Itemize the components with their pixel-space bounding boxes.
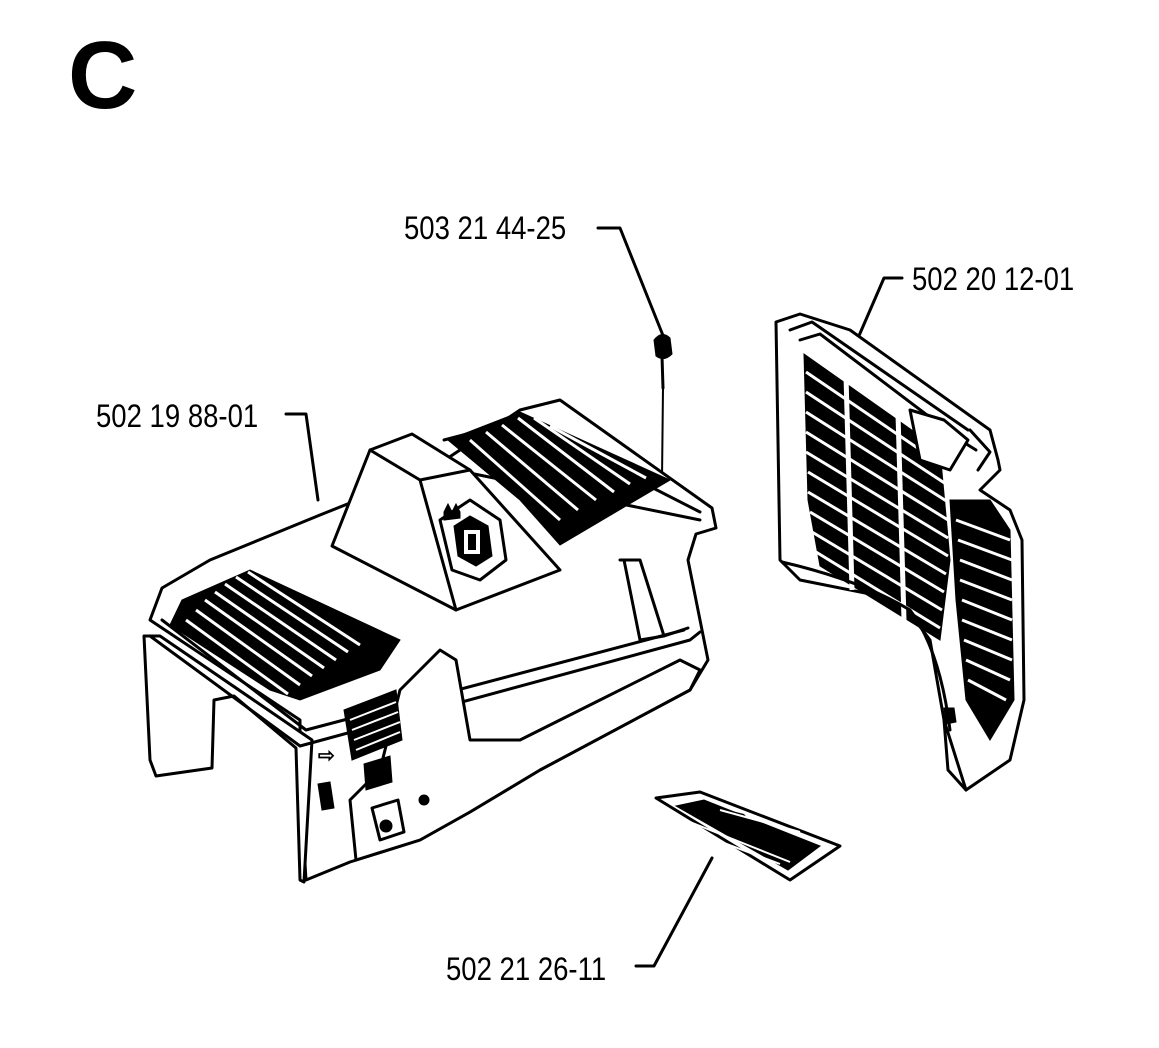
leader-line-decal [634, 856, 714, 968]
screw-hole-icon [379, 819, 393, 833]
air-filter-grille-part [774, 312, 1026, 792]
leader-lines [284, 226, 904, 968]
leader-line-grille [856, 276, 904, 340]
cover-left-vent [169, 569, 401, 701]
part-number-decal: 502 21 26-11 [446, 951, 607, 987]
switch-panel: ⇨ [317, 689, 403, 811]
emblem-icon [438, 498, 508, 582]
cylinder-cover-part: ⇨ [142, 398, 718, 884]
part-number-cylinder-cover: 502 19 88-01 [96, 398, 259, 434]
leader-line-cover [284, 412, 320, 502]
part-number-screw: 503 21 44-25 [404, 210, 567, 246]
leader-line-screw [596, 226, 666, 340]
decal-part [654, 790, 842, 882]
cover-right-vent [447, 411, 672, 546]
switch-symbol-icon: ⇨ [318, 745, 335, 767]
screw-hole-icon [418, 794, 430, 806]
part-number-air-filter-grille: 502 20 12-01 [912, 261, 1075, 297]
section-letter: C [68, 22, 138, 129]
